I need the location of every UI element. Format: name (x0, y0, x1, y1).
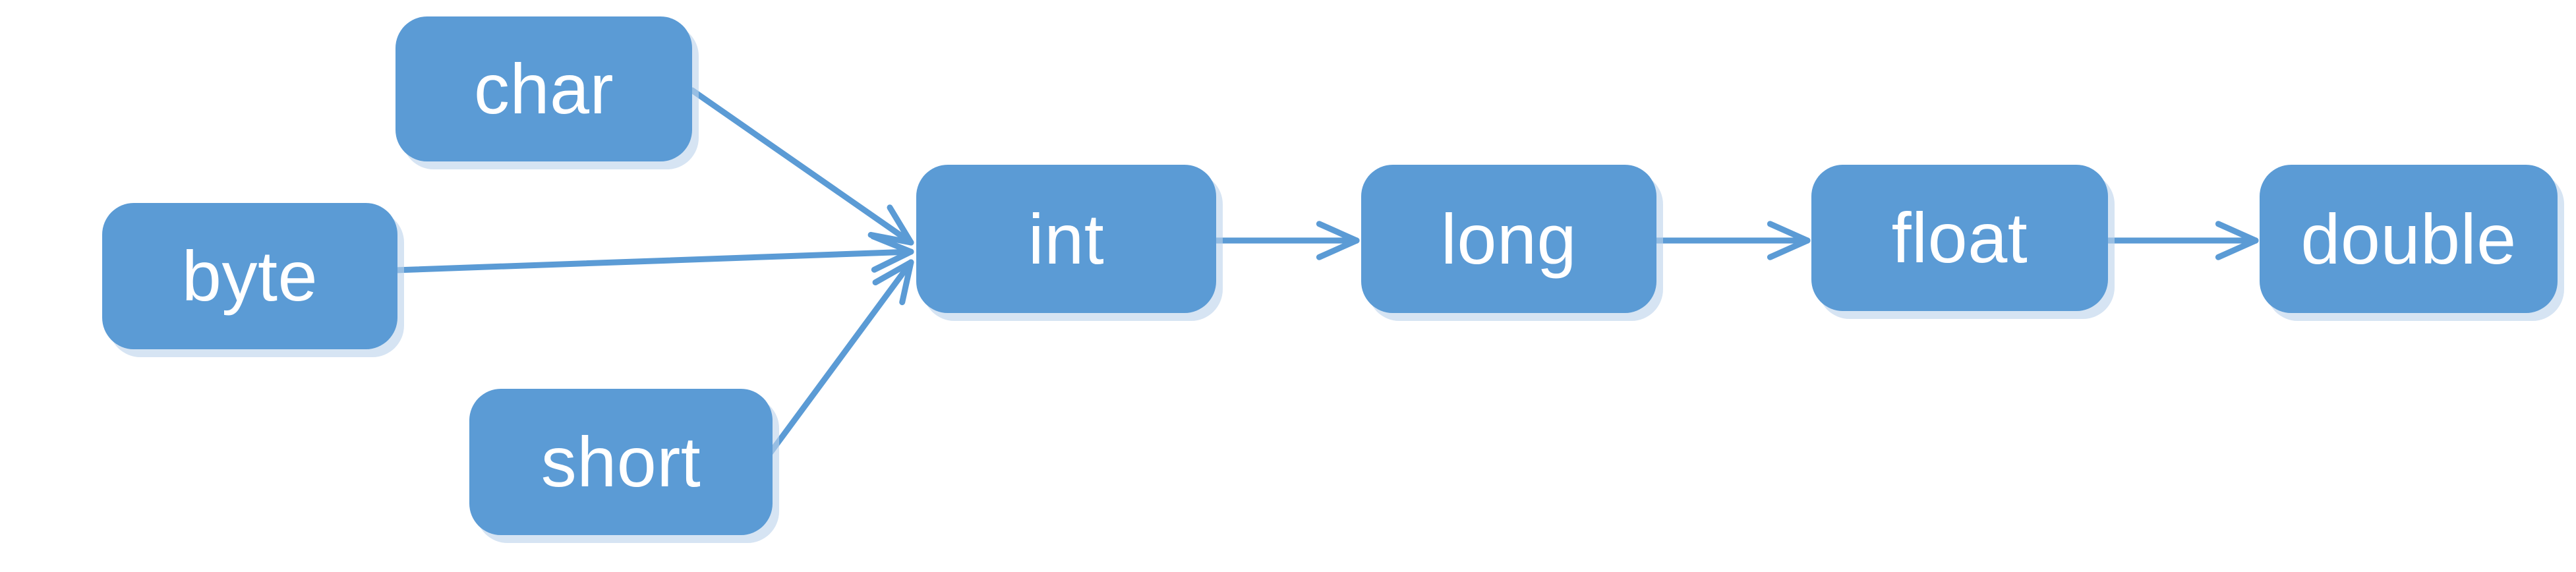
arrowhead-barb-0 (2215, 237, 2259, 260)
node-long[interactable]: long (1361, 165, 1656, 313)
arrowhead-barb-0 (1316, 237, 1360, 260)
edge-float-to-double (2105, 221, 2259, 260)
edge-short-to-int (767, 259, 914, 457)
arrowhead-barb-0 (867, 231, 914, 246)
edge-long-to-float (1653, 221, 1811, 260)
node-label-float: float (1891, 198, 2028, 277)
edge-int-to-long (1213, 221, 1360, 260)
edge-line (392, 248, 914, 273)
edge-byte-to-int (392, 233, 914, 273)
node-label-byte: byte (181, 236, 318, 316)
edge-line (689, 87, 914, 246)
node-label-double: double (2300, 198, 2517, 279)
node-label-char: char (473, 49, 614, 129)
node-float[interactable]: float (1811, 165, 2108, 311)
edge-char-to-int (689, 87, 914, 246)
edge-line (767, 259, 914, 457)
node-double[interactable]: double (2260, 165, 2558, 313)
arrowhead-barb-1 (872, 259, 914, 286)
arrowhead-barb-1 (1767, 221, 1811, 244)
node-char[interactable]: char (395, 16, 692, 161)
arrowhead-barb-1 (870, 233, 914, 255)
arrowhead-barb-1 (1316, 221, 1360, 244)
arrowhead-barb-0 (871, 248, 914, 273)
node-label-long: long (1440, 198, 1577, 279)
node-label-int: int (1028, 198, 1105, 279)
node-int[interactable]: int (916, 165, 1216, 313)
node-label-short: short (541, 422, 701, 501)
arrowhead-barb-0 (899, 259, 914, 306)
arrowhead-barb-1 (2215, 221, 2259, 244)
node-short[interactable]: short (469, 389, 773, 535)
arrowhead-barb-1 (887, 204, 914, 246)
arrowhead-barb-0 (1767, 237, 1811, 260)
node-byte[interactable]: byte (102, 203, 397, 349)
